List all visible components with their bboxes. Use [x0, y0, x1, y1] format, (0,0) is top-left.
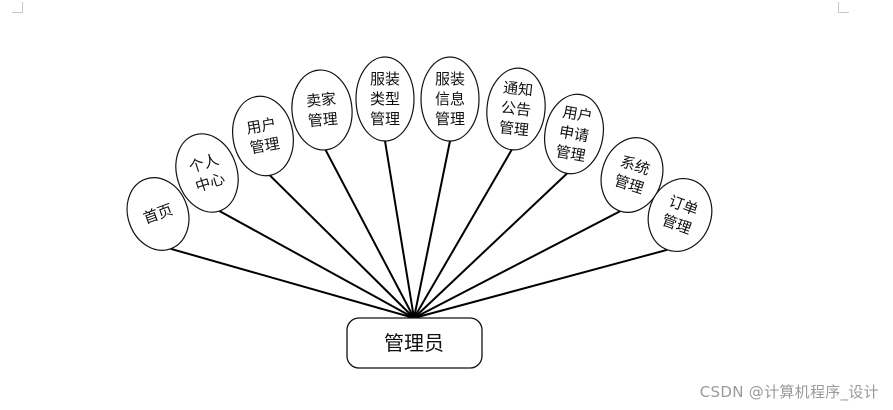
connector-system-mgmt: [413, 210, 621, 319]
root-label: 管理员: [384, 331, 444, 355]
page-corner-mark-left: [12, 2, 23, 13]
connector-lines: [170, 140, 668, 319]
node-label-clothing-info-mgmt-0: 服装: [435, 70, 465, 88]
node-ellipse-user-application-mgmt: [544, 93, 604, 175]
node-label-notice-mgmt-1: 公告: [500, 98, 532, 119]
node-label-clothing-info-mgmt-2: 管理: [435, 110, 465, 128]
node-label-clothing-type-mgmt-0: 服装: [370, 70, 400, 88]
node-label-user-application-mgmt-1: 申请: [558, 123, 591, 146]
node-ellipse-system-mgmt: [600, 137, 664, 213]
node-label-user-application-mgmt-0: 用户: [561, 103, 594, 126]
node-home: 首页: [126, 177, 190, 251]
page-corner-mark-right: [838, 2, 849, 13]
node-label-seller-mgmt-1: 管理: [307, 110, 338, 131]
node-label-notice-mgmt-2: 管理: [498, 118, 530, 139]
node-label-seller-mgmt-0: 卖家: [305, 90, 336, 111]
node-ellipse-personal-center: [175, 133, 239, 213]
node-label-user-mgmt-1: 管理: [248, 134, 281, 157]
node-label-user-application-mgmt-2: 管理: [554, 142, 587, 165]
node-ellipse-clothing-info-mgmt: [420, 56, 480, 142]
connector-clothing-type-mgmt: [384, 140, 415, 319]
node-ellipse-user-mgmt: [232, 95, 294, 177]
root-box: [346, 317, 483, 369]
watermark: CSDN @计算机程序_设计: [699, 383, 879, 401]
connector-notice-mgmt: [413, 149, 513, 319]
node-ellipse-order-mgmt: [647, 178, 713, 252]
connector-user-mgmt: [269, 174, 415, 319]
node-ellipse-home: [126, 177, 190, 251]
node-ellipse-clothing-type-mgmt: [355, 56, 415, 142]
connector-clothing-info-mgmt: [413, 140, 451, 319]
node-label-clothing-info-mgmt-1: 信息: [435, 90, 465, 108]
node-ellipse-seller-mgmt: [291, 69, 353, 151]
node-label-clothing-type-mgmt-2: 管理: [370, 110, 400, 128]
connector-home: [170, 247, 415, 319]
connector-personal-center: [218, 210, 415, 319]
connector-seller-mgmt: [324, 149, 415, 319]
connector-order-mgmt: [413, 248, 668, 319]
node-label-clothing-type-mgmt-1: 类型: [370, 90, 400, 108]
node-label-notice-mgmt-0: 通知: [502, 79, 534, 100]
root-node: 管理员: [346, 317, 483, 369]
node-ellipse-notice-mgmt: [486, 67, 546, 151]
connector-user-application-mgmt: [413, 172, 568, 319]
node-label-user-mgmt-0: 用户: [245, 115, 278, 138]
function-nodes: 首页个人中心用户管理卖家管理服装类型管理服装信息管理通知公告管理用户申请管理系统…: [126, 56, 713, 252]
